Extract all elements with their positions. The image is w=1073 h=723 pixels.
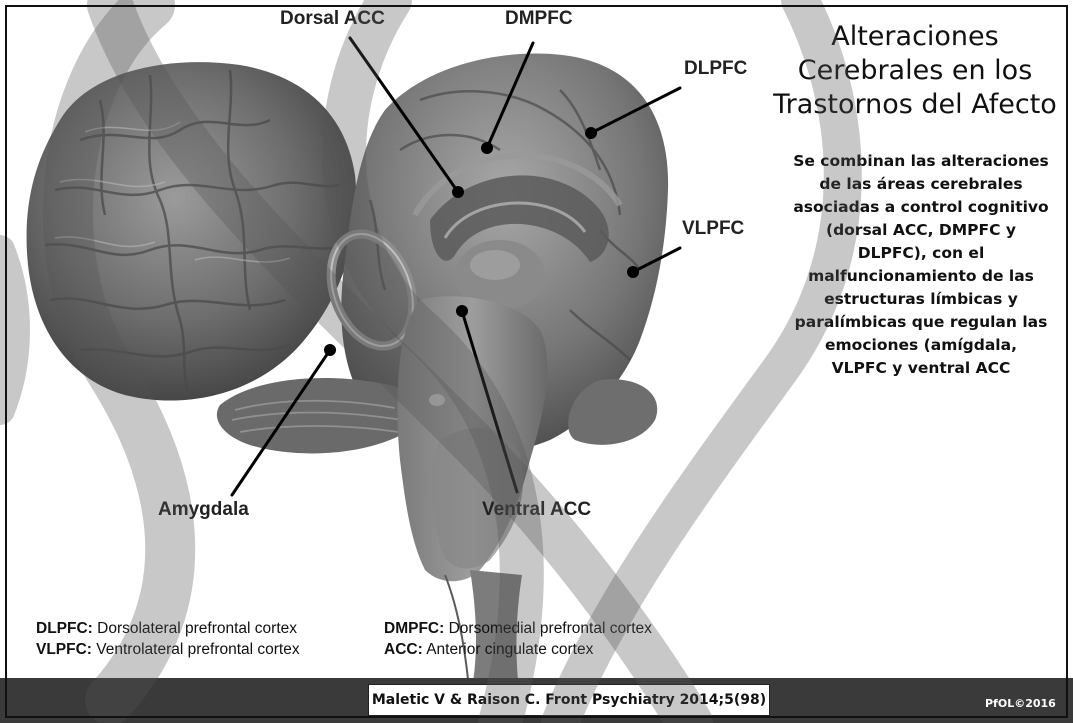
label-ventral-acc: Ventral ACC <box>482 499 591 521</box>
description-line: asociadas a control cognitivo <box>776 196 1066 219</box>
description-line: de las áreas cerebrales <box>776 173 1066 196</box>
description-line: emociones (amígdala, <box>776 334 1066 357</box>
description-line: Se combinan las alteraciones <box>776 150 1066 173</box>
description-line: VLPFC y ventral ACC <box>776 357 1066 380</box>
legend-abbr: ACC: <box>384 641 423 658</box>
label-dorsal-acc: Dorsal ACC <box>280 8 385 30</box>
left-hemisphere <box>27 62 357 400</box>
label-dlpfc: DLPFC <box>684 58 747 80</box>
description-line: paralímbicas que regulan las <box>776 311 1066 334</box>
legend-acc: ACC: Anterior cingulate cortex <box>384 641 593 659</box>
legend-abbr: DLPFC: <box>36 620 93 637</box>
legend-abbr: DMPFC: <box>384 620 444 637</box>
legend-dmpfc: DMPFC: Dorsomedial prefrontal cortex <box>384 620 652 638</box>
legend-text: Anterior cingulate cortex <box>426 641 593 658</box>
legend-abbr: VLPFC: <box>36 641 92 658</box>
description-line: estructuras límbicas y <box>776 288 1066 311</box>
legend-text: Ventrolateral prefrontal cortex <box>96 641 299 658</box>
title-line-3: Trastornos del Afecto <box>760 88 1070 122</box>
description-line: malfuncionamiento de las <box>776 265 1066 288</box>
copyright-text: PfOL©2016 <box>985 697 1056 710</box>
description: Se combinan las alteraciones de las área… <box>776 150 1066 380</box>
label-vlpfc: VLPFC <box>682 218 744 240</box>
label-dmpfc: DMPFC <box>505 8 573 30</box>
slide-title: Alteraciones Cerebrales en los Trastorno… <box>760 20 1070 122</box>
title-line-1: Alteraciones <box>760 20 1070 54</box>
description-line: (dorsal ACC, DMPFC y <box>776 219 1066 242</box>
title-line-2: Cerebrales en los <box>760 54 1070 88</box>
label-amygdala: Amygdala <box>158 499 249 521</box>
citation-box: Maletic V & Raison C. Front Psychiatry 2… <box>368 684 770 716</box>
legend-text: Dorsomedial prefrontal cortex <box>449 620 652 637</box>
description-line: DLPFC), con el <box>776 242 1066 265</box>
legend-dlpfc: DLPFC: Dorsolateral prefrontal cortex <box>36 620 297 638</box>
legend-text: Dorsolateral prefrontal cortex <box>97 620 297 637</box>
legend-vlpfc: VLPFC: Ventrolateral prefrontal cortex <box>36 641 300 659</box>
